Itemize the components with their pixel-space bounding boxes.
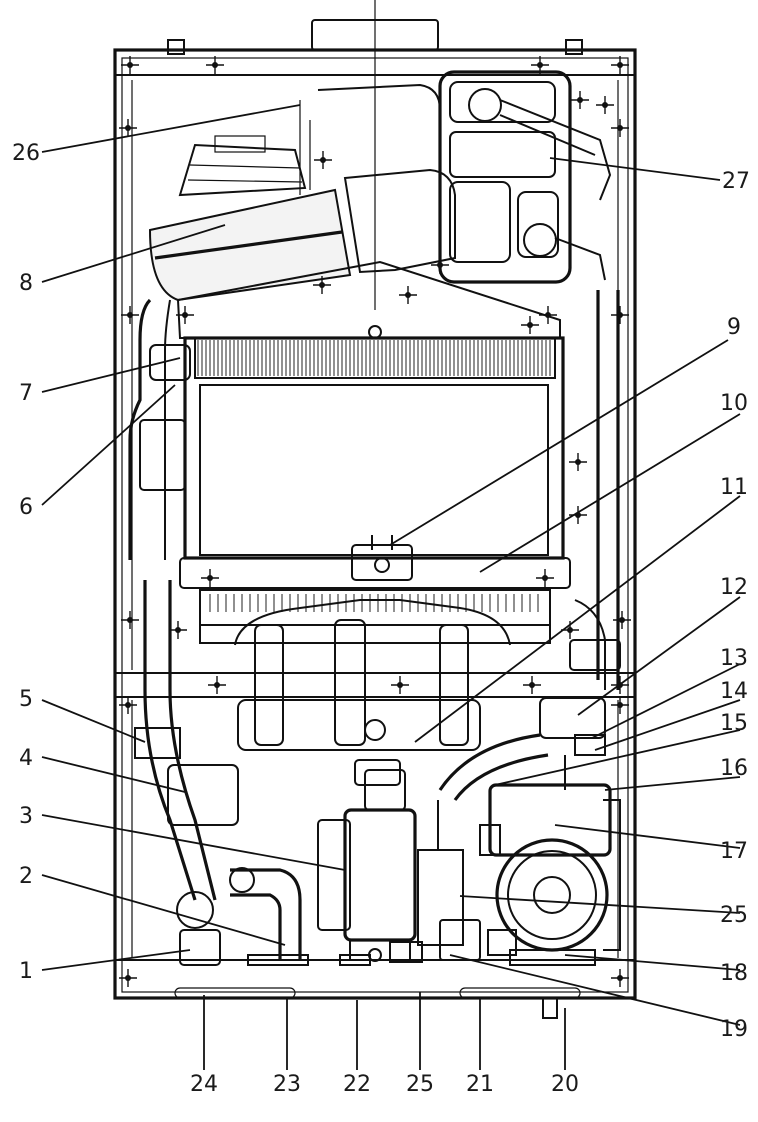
label-7: 7 [19, 381, 33, 406]
label-19: 19 [720, 1017, 748, 1042]
label-13: 13 [720, 646, 748, 671]
right-pipework [569, 290, 621, 690]
label-5: 5 [19, 687, 33, 712]
gas-manifold [234, 599, 511, 786]
label-26: 26 [12, 141, 40, 166]
callout-labels: 26 8 7 6 5 4 3 2 1 27 9 10 11 12 13 14 1… [12, 141, 750, 1097]
flue-hood [438, 70, 612, 284]
label-24: 24 [190, 1072, 218, 1097]
label-22: 22 [343, 1072, 371, 1097]
bottom-connections [229, 867, 371, 966]
label-3: 3 [19, 804, 33, 829]
label-21: 21 [466, 1072, 494, 1097]
label-2: 2 [19, 864, 33, 889]
label-1: 1 [19, 959, 33, 984]
label-15: 15 [720, 711, 748, 736]
boiler-casing [113, 0, 637, 1019]
label-10: 10 [720, 391, 748, 416]
label-12: 12 [720, 575, 748, 600]
label-11: 11 [720, 475, 748, 500]
ignition-electrode [351, 535, 413, 581]
label-17: 17 [720, 839, 748, 864]
heat-exchanger-fins [197, 340, 551, 376]
label-4: 4 [19, 746, 33, 771]
label-18: 18 [720, 961, 748, 986]
label-25-right: 25 [720, 903, 748, 928]
heat-exchanger [179, 336, 571, 644]
label-9: 9 [727, 315, 741, 340]
label-20: 20 [551, 1072, 579, 1097]
label-25-bottom: 25 [406, 1072, 434, 1097]
leader-lines [41, 104, 741, 1070]
gas-valve [317, 769, 423, 963]
label-16: 16 [720, 756, 748, 781]
circulation-pump [479, 783, 621, 966]
plate-exchanger [417, 800, 481, 961]
fan-assembly [148, 135, 352, 302]
mounting-points [119, 56, 631, 987]
label-6: 6 [19, 495, 33, 520]
label-23: 23 [273, 1072, 301, 1097]
label-27: 27 [722, 169, 750, 194]
burner-slots [209, 594, 539, 612]
label-14: 14 [720, 679, 748, 704]
label-8: 8 [19, 271, 33, 296]
flow-fittings [438, 697, 606, 801]
left-pipework [128, 298, 239, 966]
